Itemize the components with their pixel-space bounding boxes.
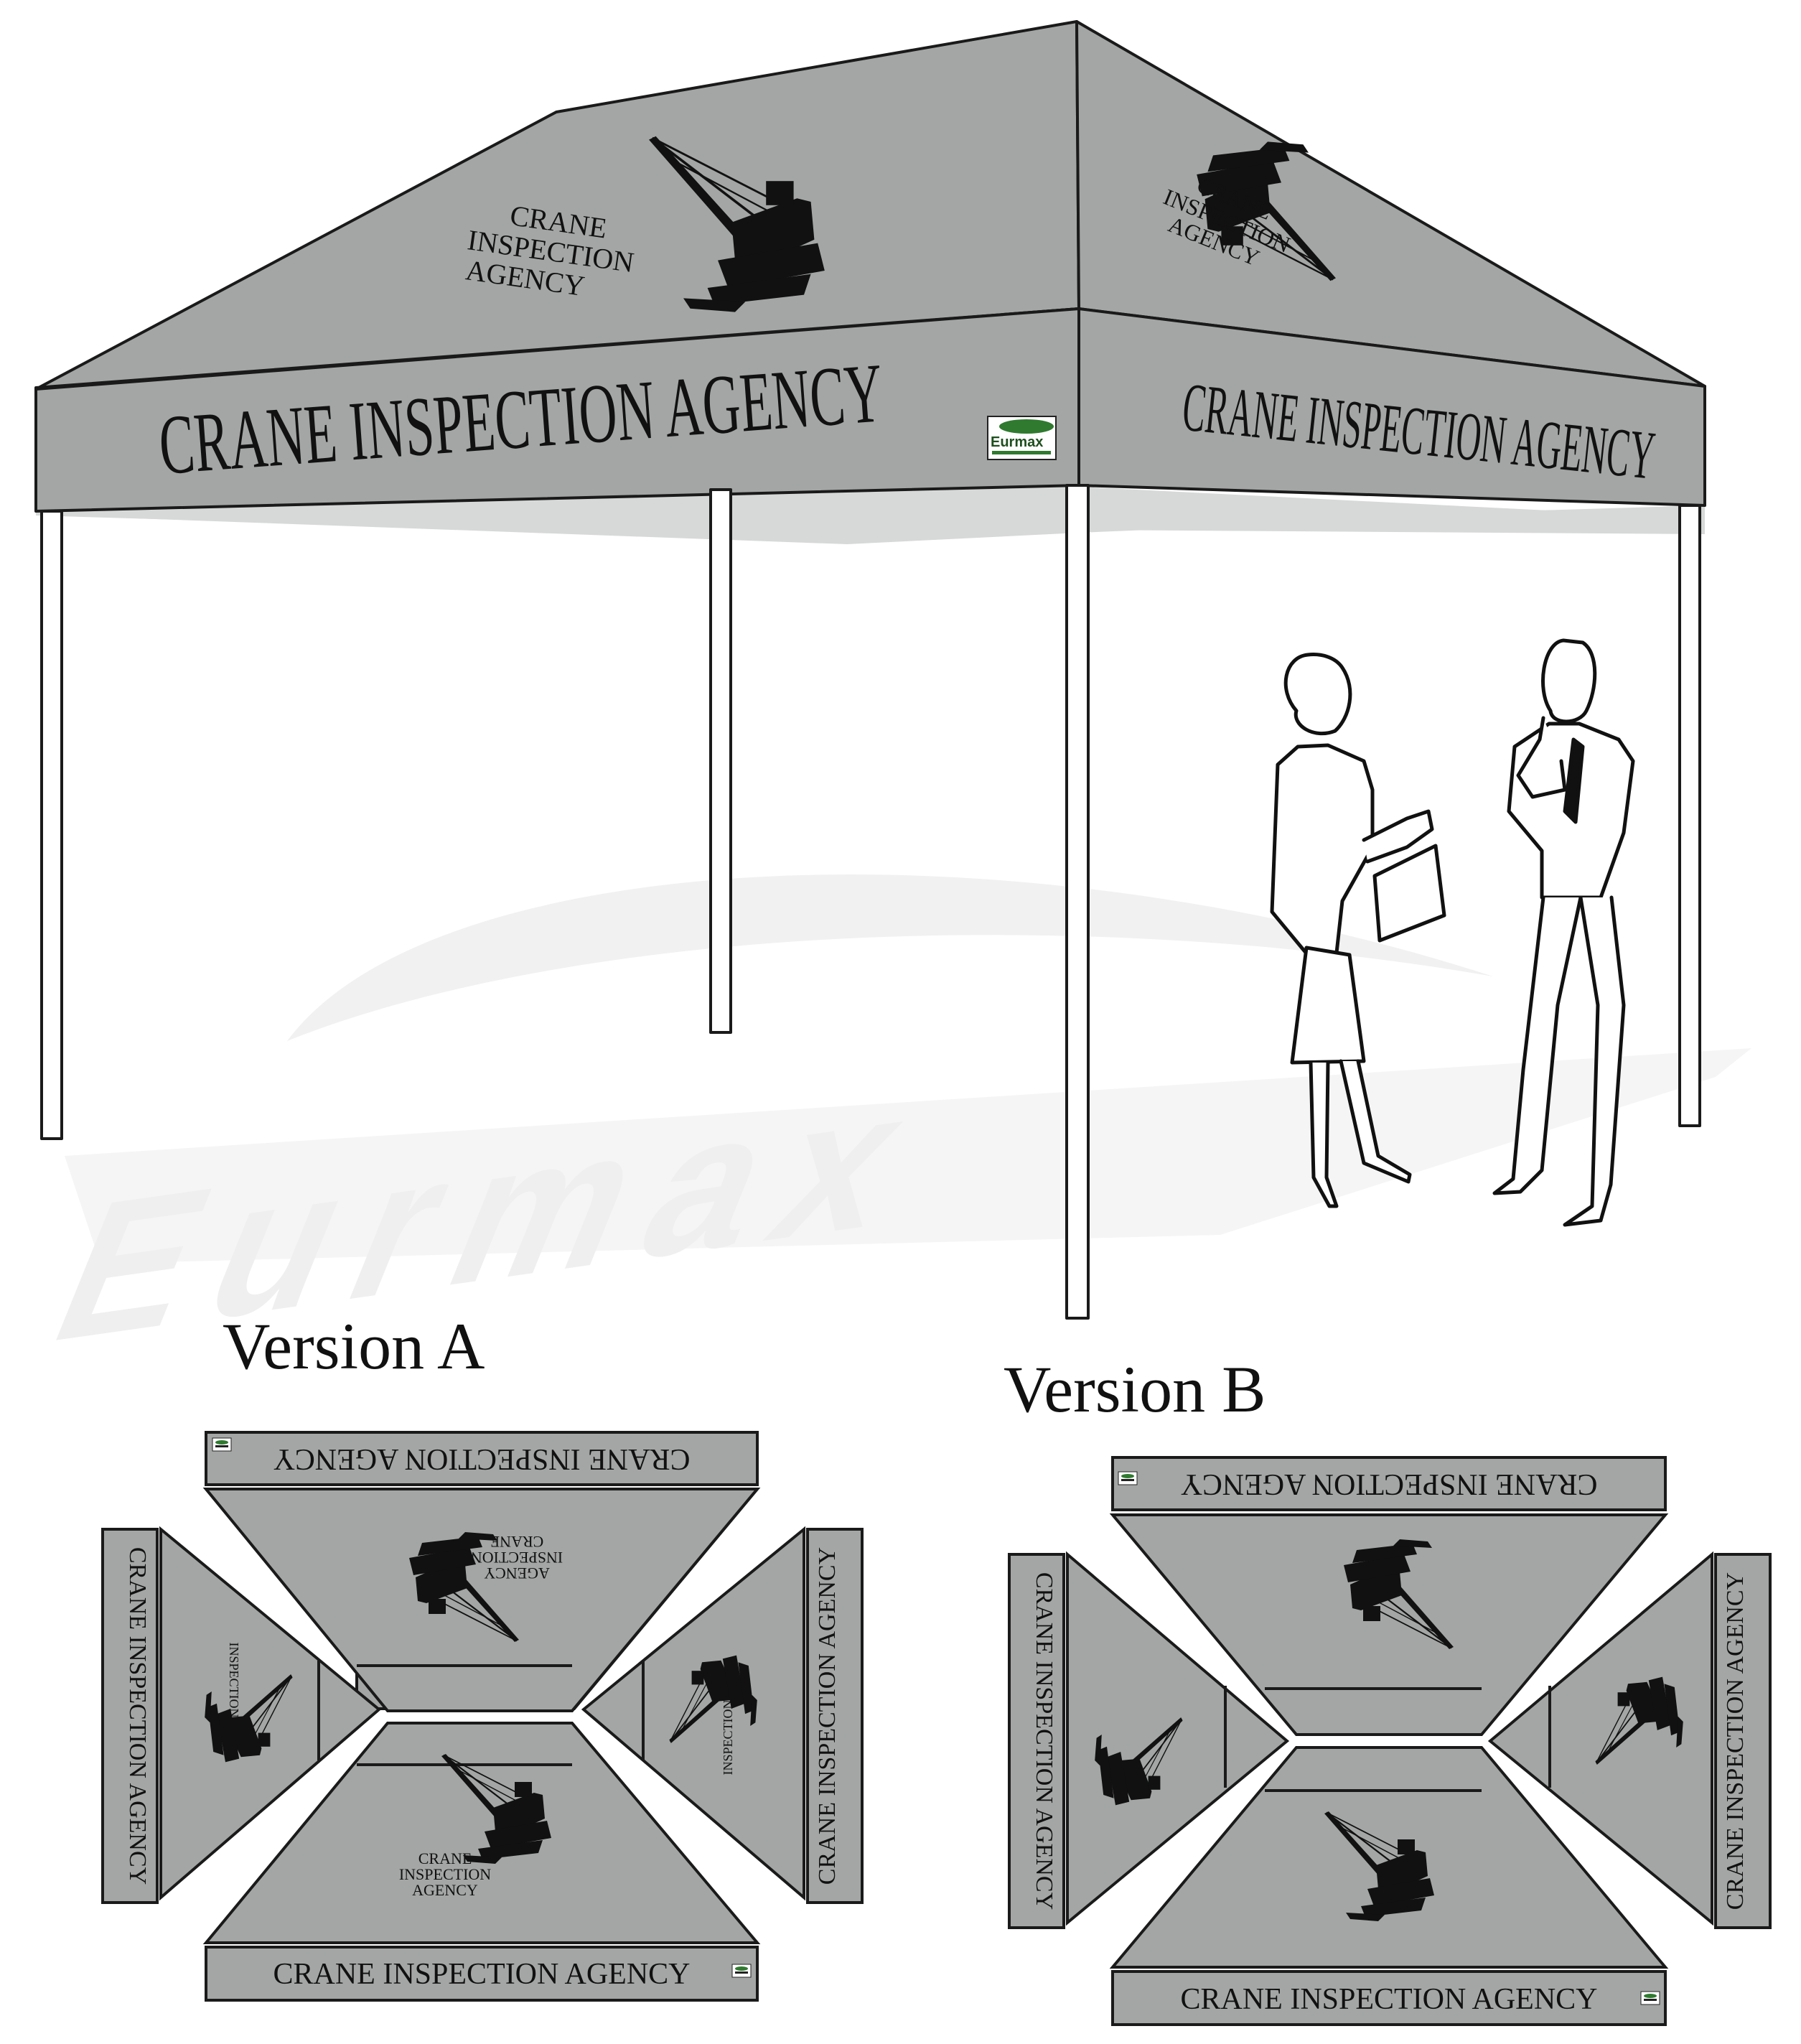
version-a-top-valance-text: CRANE INSPECTION AGENCY [273, 1442, 690, 1475]
tent-3d-render [34, 20, 1706, 1320]
version-b-right-panel [1487, 1551, 1713, 1926]
brand-tag-text: Eurmax [991, 434, 1043, 450]
version-a-left-panel [159, 1526, 382, 1901]
version-a-right-logo: INSPECTION [721, 1699, 735, 1775]
version-a-top-valance [205, 1431, 759, 1486]
businesspeople-icon [1270, 638, 1635, 1227]
version-a-top-logo-1: CRANE [490, 1533, 544, 1551]
side-valance [1077, 307, 1706, 507]
version-a-right-panel [581, 1526, 805, 1901]
version-b-top-valance [1111, 1456, 1667, 1511]
leg-front-left [40, 510, 63, 1140]
version-b-right-valance-text: CRANE INSPECTION AGENCY [1722, 1572, 1749, 1910]
version-b-bottom-panel [1109, 1746, 1669, 1969]
version-a-right-valance [806, 1528, 864, 1904]
leg-back-right [1678, 504, 1701, 1127]
eurmax-watermark: Eurmax [27, 874, 1751, 1384]
version-a-bottom-valance-text: CRANE INSPECTION AGENCY [273, 1958, 690, 1991]
version-b-top-panel [1109, 1513, 1669, 1736]
version-b-layout [1008, 1456, 1772, 2026]
version-b-texts: CRANE INSPECTION AGENCY CRANE INSPECTION… [1031, 1467, 1749, 2016]
version-a-bottom-logo-3: AGENCY [412, 1881, 478, 1899]
version-a-bottom-panel [202, 1722, 761, 1944]
version-b-top-valance-text: CRANE INSPECTION AGENCY [1180, 1467, 1597, 1501]
version-b-bottom-valance [1111, 1970, 1667, 2026]
version-b-left-valance [1008, 1553, 1065, 1929]
version-b-bottom-valance-text: CRANE INSPECTION AGENCY [1180, 1983, 1597, 2016]
version-a-title: Version A [223, 1310, 485, 1383]
version-b-left-panel [1066, 1551, 1290, 1926]
version-b-left-valance-text: CRANE INSPECTION AGENCY [1031, 1572, 1057, 1910]
version-a-top-logo-3: AGENCY [484, 1564, 550, 1582]
version-a-bottom-logo-2: INSPECTION [399, 1865, 491, 1883]
leg-front-corner [1065, 484, 1090, 1320]
version-a-bottom-logo-1: CRANE [418, 1849, 472, 1867]
version-a-left-valance-text: CRANE INSPECTION AGENCY [124, 1547, 151, 1885]
watermark-text: Eurmax [27, 1042, 965, 1384]
version-b-title: Version B [1004, 1353, 1266, 1426]
leg-back-left [709, 488, 732, 1034]
version-b-right-valance [1714, 1553, 1772, 1929]
version-a-texts: CRANE INSPECTION AGENCY CRANE INSPECTION… [124, 1437, 841, 1991]
version-a-layout [101, 1431, 864, 2002]
version-a-right-valance-text: CRANE INSPECTION AGENCY [814, 1547, 841, 1885]
version-a-left-logo: INSPECTION [227, 1642, 241, 1717]
version-a-left-valance [101, 1528, 159, 1904]
version-a-top-logo-2: INSPECTION [471, 1549, 563, 1567]
eurmax-brand-tag: Eurmax [987, 416, 1057, 460]
version-a-bottom-valance [205, 1946, 759, 2002]
